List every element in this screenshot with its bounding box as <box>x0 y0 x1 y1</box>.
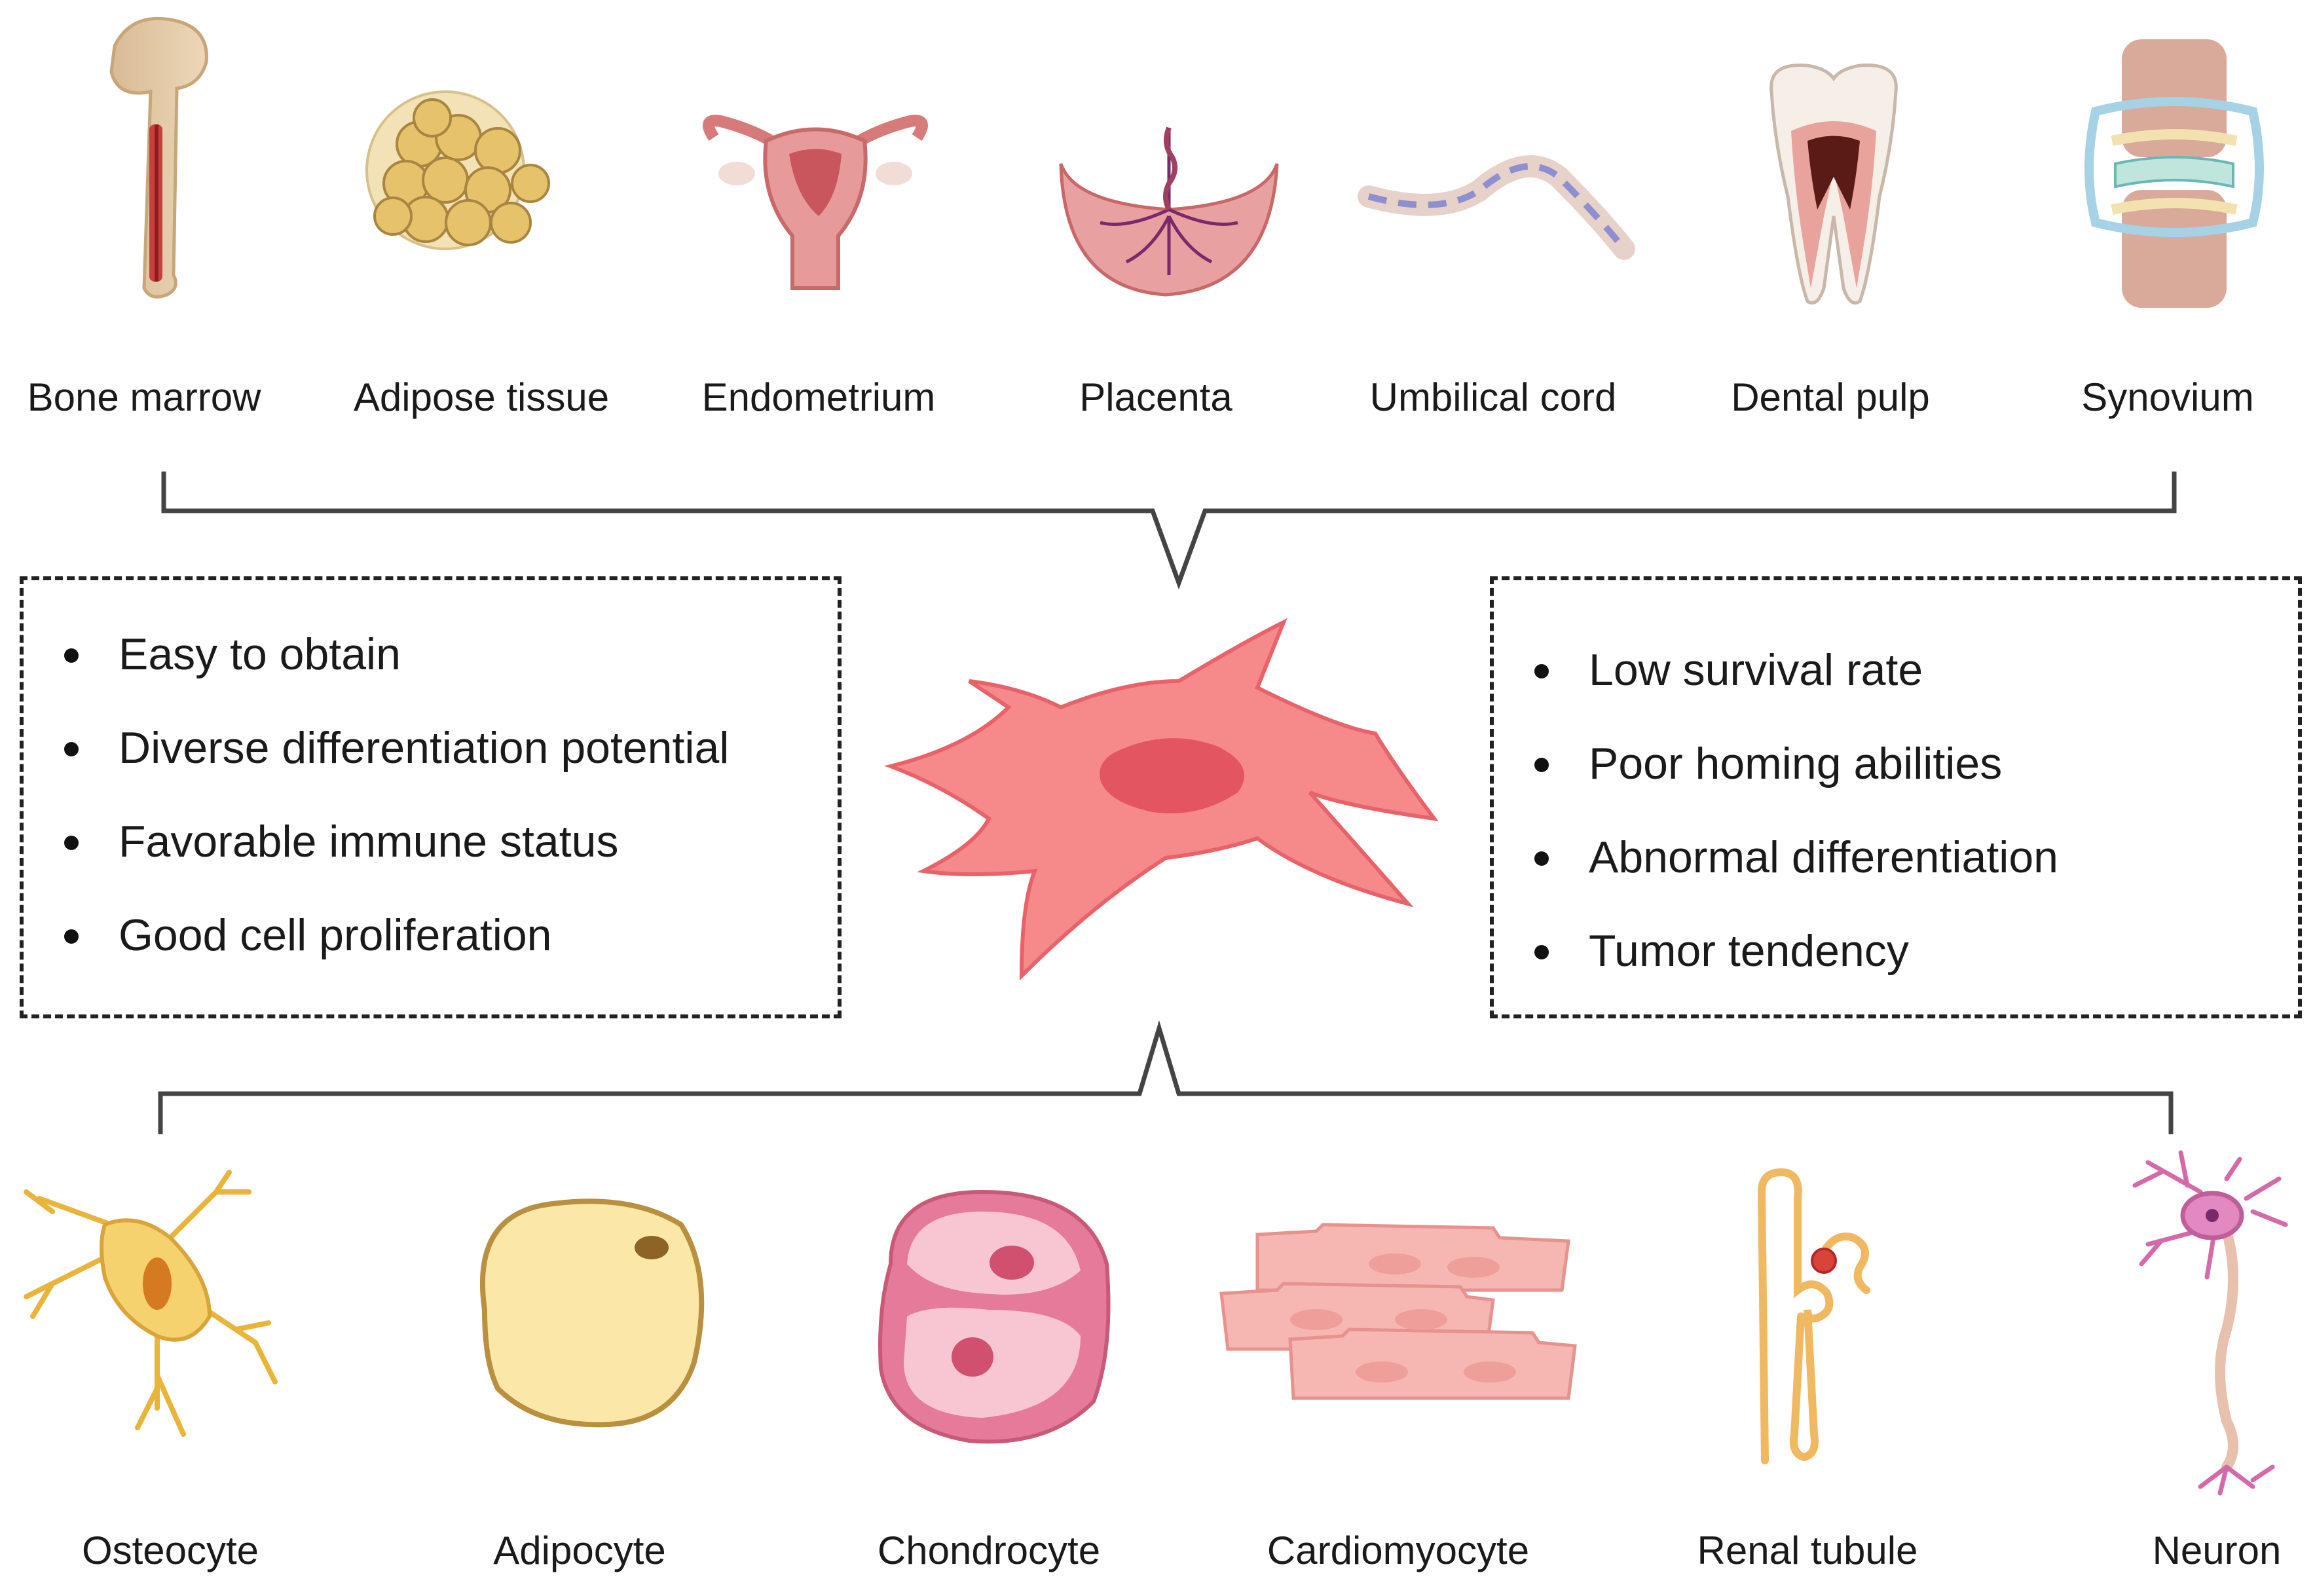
bottom-bracket <box>158 1020 2174 1134</box>
limitation-item: Poor homing abilities <box>1494 717 2298 811</box>
fat-tissue-icon <box>365 90 550 250</box>
neuron-icon <box>2132 1150 2288 1496</box>
limitation-item: Abnormal differentiation <box>1494 811 2298 904</box>
osteocyte-icon <box>24 1170 278 1437</box>
mesenchymal-stem-cell-icon <box>883 618 1439 981</box>
source-label-bone-marrow: Bone marrow <box>27 375 261 419</box>
target-label-adipocyte: Adipocyte <box>493 1529 666 1572</box>
target-label-cardiomyocyte: Cardiomyocyte <box>1267 1529 1530 1572</box>
placenta-icon <box>1059 126 1279 297</box>
limitation-item: Low survival rate <box>1494 623 2298 717</box>
renal-tubule-icon <box>1757 1168 1870 1464</box>
cardiomyocyte-icon <box>1219 1223 1577 1400</box>
uterus-icon <box>703 115 928 290</box>
source-label-endometrium: Endometrium <box>701 375 936 419</box>
tooth-icon <box>1769 64 1898 305</box>
source-label-adipose-tissue: Adipose tissue <box>353 375 610 419</box>
advantages-list: Easy to obtain Diverse differentiation p… <box>24 608 838 982</box>
umbilical-cord-icon <box>1358 155 1635 260</box>
advantage-item: Good cell proliferation <box>24 889 838 982</box>
target-label-osteocyte: Osteocyte <box>81 1529 259 1572</box>
advantage-item: Diverse differentiation potential <box>24 701 838 795</box>
target-label-neuron: Neuron <box>2152 1529 2282 1572</box>
limitations-box: Low survival rate Poor homing abilities … <box>1490 576 2302 1018</box>
source-label-placenta: Placenta <box>1079 375 1232 419</box>
joint-icon <box>2084 39 2264 308</box>
source-label-umbilical-cord: Umbilical cord <box>1369 375 1617 419</box>
advantages-box: Easy to obtain Diverse differentiation p… <box>20 576 842 1018</box>
bone-icon <box>109 16 208 299</box>
source-label-synovium: Synovium <box>2081 375 2254 419</box>
advantage-item: Easy to obtain <box>24 608 838 701</box>
advantage-item: Favorable immune status <box>24 795 838 889</box>
source-label-dental-pulp: Dental pulp <box>1731 375 1930 419</box>
target-label-renal-tubule: Renal tubule <box>1697 1529 1918 1572</box>
top-bracket <box>161 472 2177 590</box>
limitation-item: Tumor tendency <box>1494 904 2298 998</box>
chondrocyte-icon <box>878 1189 1111 1444</box>
adipocyte-icon <box>480 1198 705 1428</box>
target-label-chondrocyte: Chondrocyte <box>877 1529 1101 1572</box>
limitations-list: Low survival rate Poor homing abilities … <box>1494 623 2298 998</box>
